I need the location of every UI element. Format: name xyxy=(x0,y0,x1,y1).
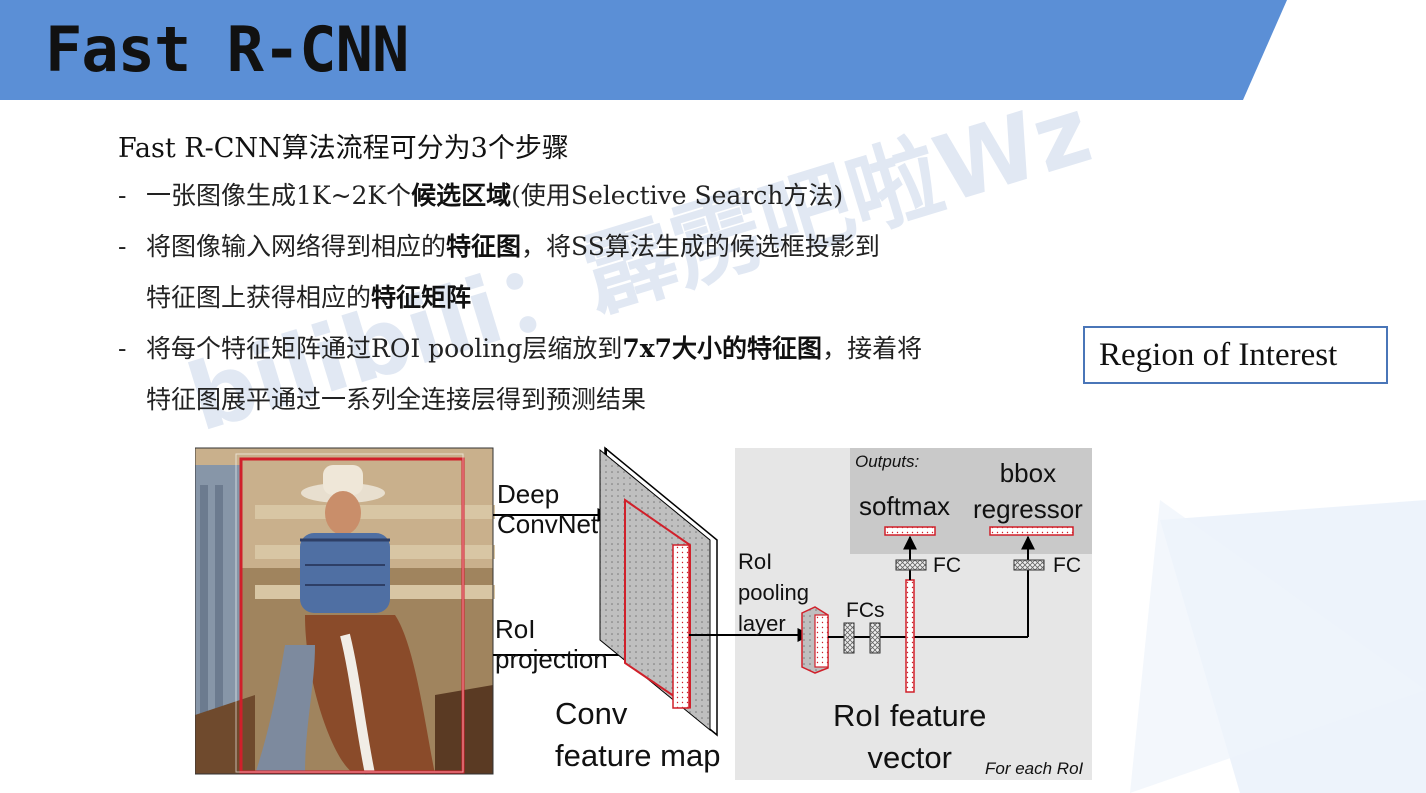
for-each-roi-label: For each RoI xyxy=(985,759,1084,778)
bbox-regressor-label: bbox regressor xyxy=(973,458,1083,525)
fast-rcnn-diagram: Deep ConvNet RoI projection Conv feature… xyxy=(194,445,1095,780)
roi-feature-vector-label: RoI feature vector xyxy=(833,698,987,775)
roi-feature-vector-bar xyxy=(905,579,915,693)
dash-marker: - xyxy=(118,232,127,261)
deep-convnet-label: Deep ConvNet xyxy=(497,479,599,539)
list-item-continuation: 特征图上获得相应的特征矩阵 xyxy=(118,272,1068,323)
list-item: -将图像输入网络得到相应的特征图，将SS算法生成的候选框投影到 xyxy=(118,221,1068,272)
list-item-text: ，接着将 xyxy=(822,334,923,363)
list-item: -将每个特征矩阵通过ROI pooling层缩放到7x7大小的特征图，接着将 xyxy=(118,323,1068,374)
list-item-bold: 7x7大小的特征图 xyxy=(622,334,823,363)
roi-pooling-block xyxy=(801,606,829,674)
image-frame xyxy=(194,447,494,775)
fcs-label: FCs xyxy=(846,599,885,622)
list-item-bold: 特征矩阵 xyxy=(371,283,472,312)
title-banner-shape xyxy=(0,0,1287,100)
conv-feature-map xyxy=(599,446,718,737)
conv-feature-map-label: Conv feature map xyxy=(555,696,721,773)
fc-softmax-label: FC xyxy=(933,554,961,577)
list-item: -一张图像生成1K~2K个候选区域(使用Selective Search方法) xyxy=(118,170,1068,221)
list-item-text: 特征图上获得相应的 xyxy=(146,283,372,312)
roi-projection-label: RoI projection xyxy=(495,614,608,674)
list-item-text: 将图像输入网络得到相应的 xyxy=(146,232,447,261)
bullet-list: Fast R-CNN算法流程可分为3个步骤 -一张图像生成1K~2K个候选区域(… xyxy=(118,128,1068,425)
list-item-text: 一张图像生成1K~2K个 xyxy=(146,181,412,210)
bbox-output-bar xyxy=(989,526,1074,536)
list-item-text: (使用Selective Search方法) xyxy=(511,181,844,210)
input-image xyxy=(195,448,495,775)
list-item-bold: 候选区域 xyxy=(411,181,512,210)
fc-layer-2 xyxy=(869,622,881,654)
outputs-panel xyxy=(850,448,1092,554)
title-bar: Fast R-CNN xyxy=(0,0,1426,100)
region-of-interest-box: Region of Interest xyxy=(1083,326,1388,384)
diagram-graphics xyxy=(194,446,1092,780)
slide-title: Fast R-CNN xyxy=(45,13,409,86)
dash-marker: - xyxy=(118,334,127,363)
softmax-output-bar xyxy=(884,526,936,536)
softmax-label: softmax xyxy=(859,491,951,521)
list-item-text: ，将SS算法生成的候选框投影到 xyxy=(521,232,880,261)
outputs-label: Outputs: xyxy=(855,452,920,471)
fc-bbox-label: FC xyxy=(1053,554,1081,577)
list-item-text: 将每个特征矩阵通过ROI pooling层缩放到 xyxy=(146,334,623,363)
dash-marker: - xyxy=(118,181,127,210)
list-item-text: 特征图展平通过一系列全连接层得到预测结果 xyxy=(146,385,647,414)
list-item-bold: 特征图 xyxy=(446,232,522,261)
roi-pooling-layer-label: RoI pooling layer xyxy=(738,549,809,636)
fc-bbox xyxy=(1013,559,1045,571)
section-heading: Fast R-CNN算法流程可分为3个步骤 xyxy=(118,133,569,164)
list-item-continuation: 特征图展平通过一系列全连接层得到预测结果 xyxy=(118,374,1068,425)
fc-layer-1 xyxy=(843,622,855,654)
fc-softmax xyxy=(895,559,927,571)
